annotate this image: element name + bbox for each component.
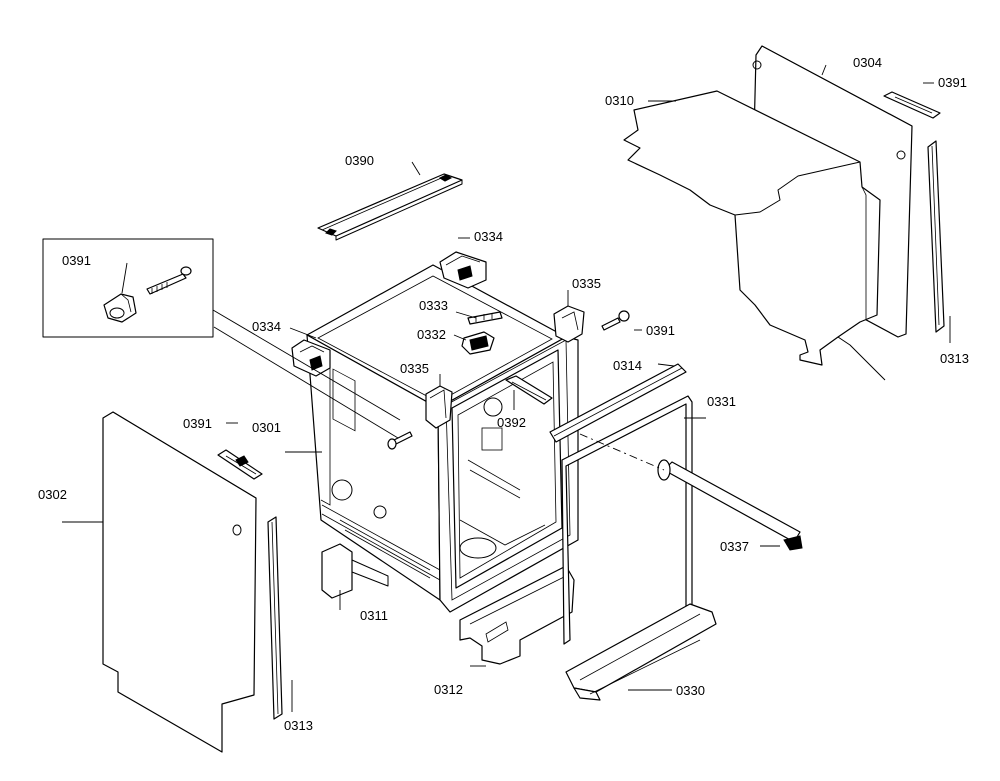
label-0392: 0392 <box>497 415 526 430</box>
part-0313-trim-right <box>927 140 951 343</box>
part-0314-rail <box>549 363 687 443</box>
part-0334-bracket-top <box>439 237 487 289</box>
label-0331: 0331 <box>707 394 736 409</box>
label-0332: 0332 <box>417 327 446 342</box>
label-0333: 0333 <box>419 298 448 313</box>
part-0302-side-panel <box>62 411 257 753</box>
part-0390-top-strip <box>317 161 463 241</box>
part-0391-screw-tub <box>212 309 413 450</box>
label-0313-left: 0313 <box>284 718 313 733</box>
part-0391-bracket-top <box>883 82 941 119</box>
label-0302: 0302 <box>38 487 67 502</box>
label-0334-top: 0334 <box>474 229 503 244</box>
part-0311 <box>321 543 389 610</box>
label-0391-mid: 0391 <box>646 323 675 338</box>
label-0311: 0311 <box>360 608 388 623</box>
part-0333 <box>455 311 503 325</box>
part-0391-screw-mid <box>601 310 642 331</box>
part-0335-hinge-mid <box>425 374 453 429</box>
label-0304: 0304 <box>853 55 882 70</box>
label-0312: 0312 <box>434 682 463 697</box>
label-0391-box: 0391 <box>62 253 91 268</box>
label-0313-right: 0313 <box>940 351 969 366</box>
label-0337: 0337 <box>720 539 749 554</box>
part-0392 <box>505 375 553 410</box>
part-0337-rail <box>579 433 803 551</box>
label-0391-top: 0391 <box>938 75 967 90</box>
label-0391-left: 0391 <box>183 416 212 431</box>
label-0390: 0390 <box>345 153 374 168</box>
label-0335-mid: 0335 <box>400 361 429 376</box>
part-0332 <box>453 331 495 355</box>
label-0301: 0301 <box>252 420 281 435</box>
label-0330: 0330 <box>676 683 705 698</box>
label-0334-left: 0334 <box>252 319 281 334</box>
part-0335-hinge-right <box>553 290 585 343</box>
part-0331-gasket <box>561 395 706 645</box>
label-0310: 0310 <box>605 93 634 108</box>
part-0312 <box>459 565 575 667</box>
inset-box-0391 <box>42 238 214 338</box>
part-0334-bracket-left <box>289 327 331 377</box>
label-0314: 0314 <box>613 358 642 373</box>
label-0335-right: 0335 <box>572 276 601 291</box>
part-0391-bracket-left <box>217 449 263 480</box>
part-0313-trim-left <box>267 516 293 720</box>
part-0330-trough <box>565 603 717 701</box>
part-0301-tub <box>285 264 579 613</box>
part-0310-insulation <box>623 90 886 381</box>
